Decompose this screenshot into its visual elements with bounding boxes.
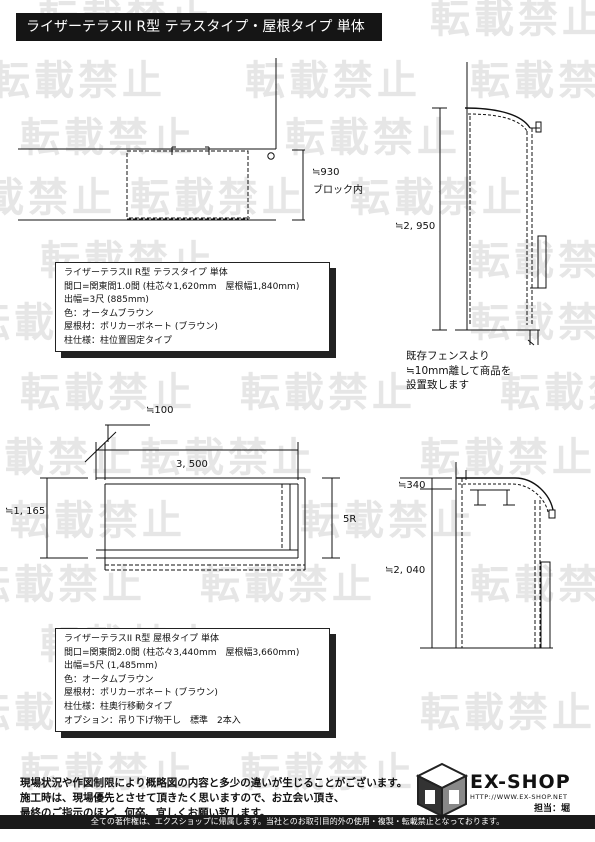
terrace-spec-box: ライザーテラスII R型 テラスタイプ 単体 間口=関東間1.0間 (柱芯々1,… [55, 262, 330, 352]
roof-top-dimension: ≒340 [398, 480, 426, 491]
spec-line: 柱仕様：柱位置固定タイプ [64, 335, 173, 346]
spec-line: 出幅=5尺 (1,485mm) [64, 661, 158, 672]
fence-note: 既存フェンスより ≒10mm離して商品を 設置致します [406, 349, 511, 393]
roof-spec-box: ライザーテラスII R型 屋根タイプ 単体 間口=関東間2.0間 (柱芯々3,4… [55, 628, 330, 732]
terrace-depth-dimension: ≒930 [312, 167, 340, 178]
roof-side-view [400, 462, 556, 649]
roof-depth-dimension: ≒1, 165 [5, 506, 46, 517]
footer-note-line: 施工時は、現場優先とさせて頂きたく思いますので、お立会い頂き、 [20, 792, 345, 804]
spec-line: ライザーテラスII R型 テラスタイプ 単体 [64, 268, 228, 278]
roof-radius-dimension: 5R [343, 514, 357, 525]
fence-note-line: ≒10mm離して商品を [406, 364, 512, 377]
fence-note-line: 設置致します [406, 379, 469, 391]
spec-line: 柱仕様：柱奥行移動タイプ [64, 701, 173, 712]
spec-line: 色：オータムブラウン [64, 308, 154, 319]
terrace-side-view [432, 62, 547, 346]
spec-line: 屋根材：ポリカーボネート (ブラウン) [64, 322, 218, 333]
ex-shop-logo-icon [415, 762, 469, 818]
spec-line: ライザーテラスII R型 屋根タイプ 単体 [64, 634, 219, 644]
fence-note-line: 既存フェンスより [406, 350, 490, 362]
terrace-depth-note: ブロック内 [313, 185, 363, 196]
spec-line: 屋根材：ポリカーボネート (ブラウン) [64, 688, 218, 699]
roof-offset-dimension: ≒100 [146, 405, 174, 416]
brand-name: EX-SHOP [470, 771, 571, 793]
spec-line: 出幅=3尺 (885mm) [64, 295, 149, 306]
terrace-plan-view [18, 58, 305, 221]
roof-width-dimension: 3, 500 [176, 459, 208, 470]
copyright-bar: 全ての著作権は、エクスショップに帰属します。当社とのお取引目的外の使用・複製・転… [0, 815, 595, 829]
footer-note-line: 現場状況や作図制限により概略図の内容と多少の違いが生じることがございます。 [20, 777, 408, 789]
spec-line: 色：オータムブラウン [64, 674, 154, 685]
roof-height-dimension: ≒2, 040 [385, 565, 426, 576]
brand-url[interactable]: HTTP://WWW.EX-SHOP.NET [470, 793, 568, 801]
terrace-height-dimension: ≒2, 950 [395, 221, 436, 232]
spec-line: 間口=関東間1.0間 (柱芯々1,620mm 屋根幅1,840mm) [64, 281, 300, 292]
spec-line: オプション：吊り下げ物干し 標準 2本入 [64, 715, 241, 726]
page-title: ライザーテラスII R型 テラスタイプ・屋根タイプ 単体 [16, 13, 382, 41]
roof-plan-view [40, 424, 340, 571]
spec-line: 間口=関東間2.0間 (柱芯々3,440mm 屋根幅3,660mm) [64, 647, 300, 658]
staff-label: 担当：堀 [534, 804, 571, 814]
